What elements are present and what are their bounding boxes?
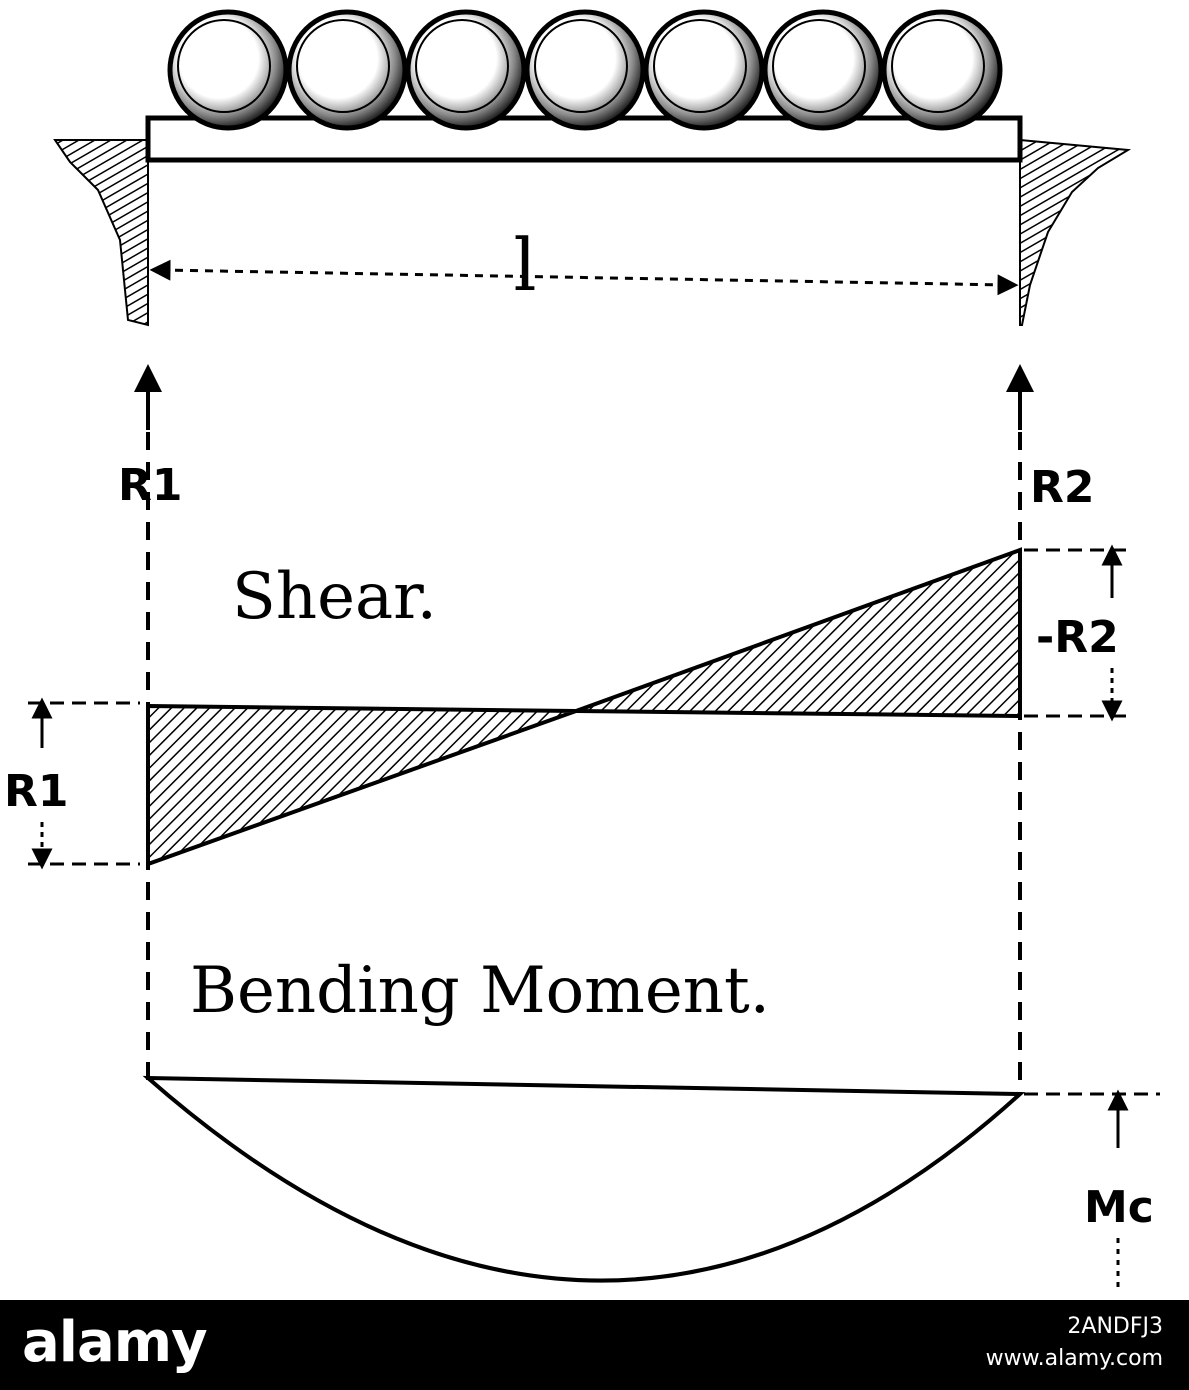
right-support: [1019, 138, 1132, 326]
shear-right-dimension: [1024, 544, 1130, 722]
load-balls: [167, 9, 1003, 131]
load-ball: [405, 9, 527, 131]
load-ball: [643, 9, 765, 131]
load-ball: [762, 9, 884, 131]
load-ball: [524, 9, 646, 131]
shear-left-dim-label: R1: [4, 766, 69, 817]
reaction-left-label: R1: [118, 460, 183, 511]
load-ball: [881, 9, 1003, 131]
span-dimension: l: [149, 223, 1019, 307]
shear-title: Shear.: [232, 560, 437, 634]
alamy-logo: alamy: [22, 1310, 208, 1375]
moment-dimension: [1024, 1089, 1160, 1292]
moment-title: Bending Moment.: [190, 954, 770, 1028]
reaction-right-label: R2: [1030, 462, 1095, 513]
moment-diagram: [142, 1075, 1026, 1283]
load-ball: [286, 9, 408, 131]
moment-parabola: [142, 1075, 1026, 1283]
span-label: l: [513, 223, 536, 307]
load-ball: [167, 9, 289, 131]
moment-dim-label: Mc: [1084, 1182, 1154, 1233]
reaction-lines: [134, 364, 1034, 1085]
watermark-footer: alamy 2ANDFJ3 www.alamy.com: [0, 1300, 1189, 1390]
shear-left-dimension: [28, 697, 140, 870]
footer-url: www.alamy.com: [985, 1346, 1163, 1371]
beam-diagram: l R1 R2 Shear. -R2 R1 Bending Moment. Mc: [4, 9, 1160, 1292]
shear-negative-region: [575, 547, 1022, 719]
shear-positive-region: [146, 703, 577, 867]
image-id: 2ANDFJ3: [1067, 1314, 1163, 1339]
left-support: [53, 139, 149, 327]
shear-right-dim-label: -R2: [1036, 612, 1119, 663]
shear-diagram: [146, 547, 1022, 867]
